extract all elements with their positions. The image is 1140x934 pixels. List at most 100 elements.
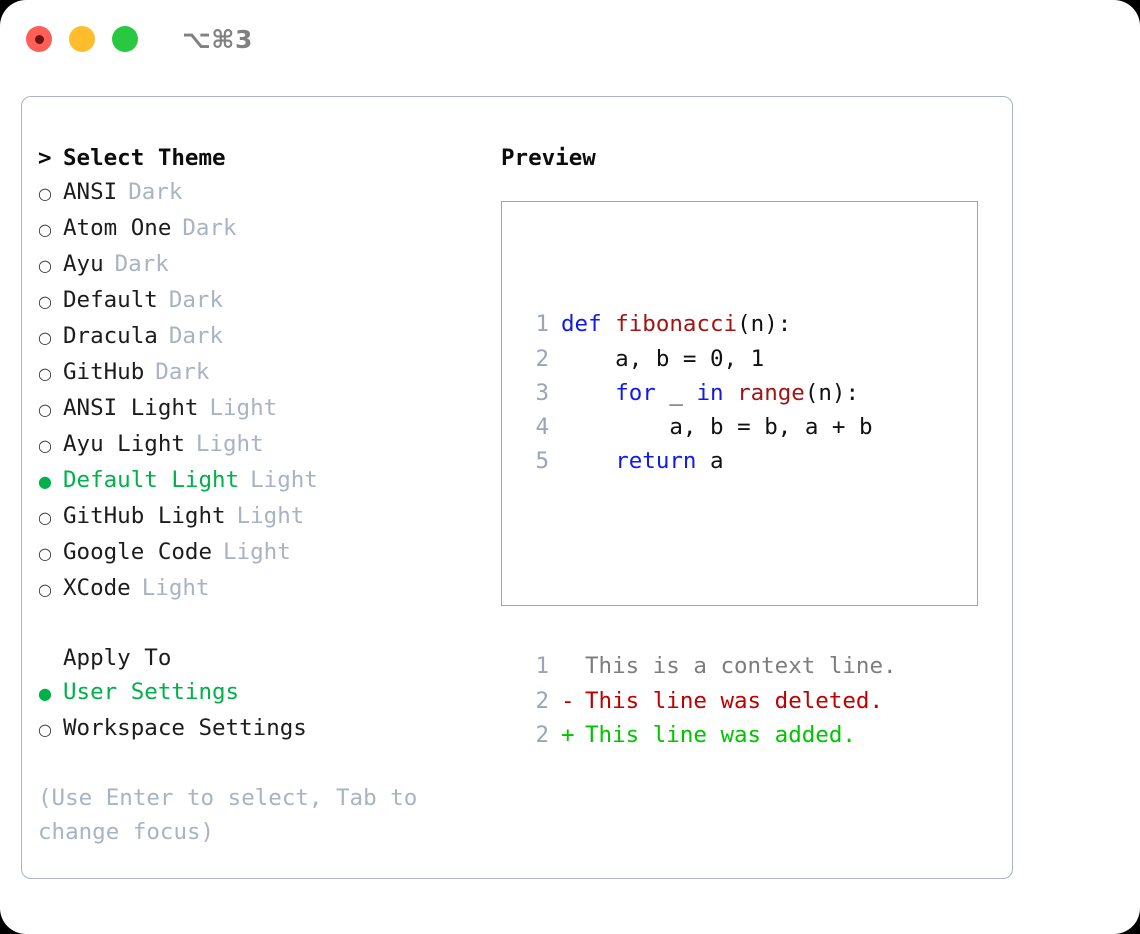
code-line-number: 3 [535,379,549,406]
theme-variant-tag: Light [223,539,291,565]
theme-option-label: Atom One [63,215,172,241]
theme-option-label: XCode [63,575,131,601]
code-token-plain: a, b = 0, 1 [561,345,765,372]
list-spacer [38,607,498,641]
code-token-plain: (n): [804,379,860,406]
theme-option-google-code[interactable]: ○ Google Code Light [38,535,498,571]
theme-option-label: Default [63,287,158,313]
theme-variant-tag: Dark [168,323,224,349]
theme-list-header: > Select Theme [38,141,498,175]
window-title: ⌥⌘3 [182,24,253,54]
radio-unselected-icon: ○ [38,544,52,563]
apply-to-option-user-settings[interactable]: ●User Settings [38,675,498,711]
code-diff-gap [520,547,897,581]
theme-variant-tag: Light [195,431,264,457]
diff-sign: + [561,721,575,748]
code-token-kw: return [615,448,697,475]
theme-option-label: ANSI Light [63,395,199,421]
code-token-plain [724,380,738,406]
code-line-number: 4 [535,414,549,441]
diff-line-number: 1 [535,653,549,680]
apply-to-header-label: Apply To [63,645,172,671]
diff-lines: 1 This is a context line.2 -This line wa… [520,649,897,752]
code-line-number: 5 [535,448,549,475]
code-line: 3 for _ in range(n): [520,376,897,410]
apply-to-header: ○ Apply To [38,641,498,675]
theme-option-label: GitHub [63,359,145,385]
theme-option-label: Dracula [63,323,158,349]
apply-to-option-workspace-settings[interactable]: ○Workspace Settings [38,711,498,747]
diff-line-text: This is a context line. [585,653,897,680]
code-token-plain [561,380,615,406]
code-line: 4 a, b = b, a + b [520,410,897,444]
theme-variant-tag: Dark [114,251,169,277]
theme-option-xcode[interactable]: ○ XCode Light [38,571,498,607]
traffic-light-group [26,26,138,52]
theme-variant-tag: Dark [128,179,183,205]
minimize-window-button[interactable] [69,26,95,52]
code-line-content: a, b = b, a + b [561,410,873,444]
theme-variant-tag: Dark [155,359,210,385]
diff-line-text: This line was deleted. [585,687,884,714]
caret-icon: > [38,145,52,171]
radio-unselected-icon: ○ [38,220,52,239]
theme-option-ansi-light[interactable]: ○ ANSI Light Light [38,391,498,427]
radio-unselected-icon: ○ [38,328,52,347]
keyboard-hint: (Use Enter to select, Tab to change focu… [38,785,431,845]
diff-sign: - [561,687,575,714]
code-line-number: 2 [535,345,549,372]
radio-unselected-icon: ○ [38,292,52,311]
theme-variant-tag: Light [141,575,210,601]
diff-line-number: 2 [535,687,549,714]
theme-option-label: Google Code [63,539,213,565]
zoom-window-button[interactable] [112,26,138,52]
theme-option-label: Ayu Light [63,431,185,457]
apply-to-list: ●User Settings○Workspace Settings [38,675,498,747]
code-token-kw: def [561,311,616,338]
diff-sign [561,649,585,683]
preview-header: Preview [501,145,596,171]
theme-option-label: Default Light [63,467,240,493]
theme-option-github[interactable]: ○ GitHub Dark [38,355,498,391]
diff-line: 2 -This line was deleted. [520,684,897,718]
code-token-plain: a, b = b, a + b [561,414,873,441]
radio-unselected-icon: ○ [38,256,52,275]
theme-list-header-label: Select Theme [63,145,226,171]
theme-option-dracula[interactable]: ○ Dracula Dark [38,319,498,355]
code-token-plain: a [696,448,724,475]
radio-unselected-icon: ○ [38,508,52,527]
radio-unselected-icon: ○ [38,364,52,383]
close-window-button[interactable] [26,26,52,52]
code-token-kw: in [696,379,724,406]
radio-selected-icon: ● [38,472,52,491]
diff-line: 1 This is a context line. [520,649,897,683]
theme-variant-tag: Light [209,395,278,421]
theme-option-label: GitHub Light [63,503,226,529]
diff-line: 2 +This line was added. [520,718,897,752]
code-line-number: 1 [535,311,549,338]
code-line-content: a, b = 0, 1 [561,342,764,376]
code-token-plain: _ [655,379,697,406]
diff-line-number: 2 [535,721,549,748]
apply-to-option-label: User Settings [63,679,240,705]
window-titlebar: ⌥⌘3 [0,0,1140,78]
radio-unselected-icon: ○ [38,400,52,419]
code-token-kw: for [615,379,656,406]
radio-unselected-icon: ○ [38,720,52,739]
radio-unselected-icon: ○ [38,580,52,599]
